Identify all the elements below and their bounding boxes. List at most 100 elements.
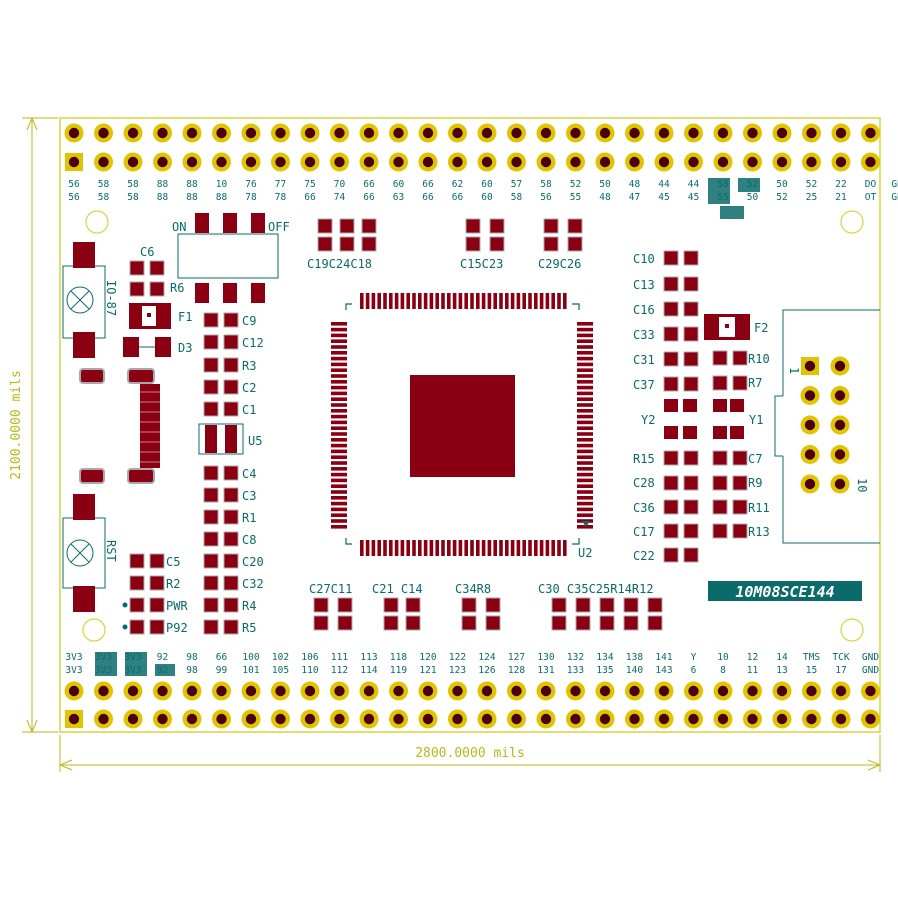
chip-pin: [331, 496, 347, 500]
dip-switch[interactable]: [177, 213, 279, 303]
rst-label: RST: [104, 540, 118, 562]
label-r13: R13: [748, 525, 770, 539]
chip-pin: [577, 472, 593, 477]
chip-pin: [481, 540, 486, 556]
smd-component: [223, 334, 239, 350]
smd-component: [712, 499, 728, 515]
chip-pin: [331, 420, 347, 425]
chip-pin: [487, 293, 492, 309]
pin-hole: [393, 127, 404, 139]
label-c15c23: C15C23: [460, 257, 503, 271]
chip-pin: [331, 380, 347, 384]
capacitor: [461, 597, 477, 613]
silk-highlight: [155, 664, 175, 676]
pin-hole: [157, 713, 168, 725]
chip-pin: [331, 356, 347, 361]
capacitor: [489, 218, 505, 234]
capacitor: [383, 597, 399, 613]
chip-pin: [577, 525, 593, 529]
pin-hole: [363, 156, 375, 168]
label-c1: C1: [242, 403, 256, 417]
pin1-marker: [582, 521, 590, 527]
chip-pin: [452, 293, 457, 309]
pin-label: GND: [862, 665, 879, 676]
polarity-dot: [122, 624, 128, 630]
label-c17: C17: [633, 525, 655, 539]
capacitor: [337, 615, 353, 631]
pin-label: 50: [747, 192, 759, 203]
pin-hole: [865, 156, 876, 168]
pin-label: 50: [776, 179, 788, 190]
capacitor: [489, 236, 505, 252]
chip-pin: [577, 426, 593, 430]
chip-pin: [331, 525, 347, 529]
pin-hole: [511, 156, 522, 168]
smd-component: [683, 250, 699, 266]
pin-label: 113: [360, 652, 377, 663]
smd-component: [712, 350, 728, 366]
pin-hole: [334, 127, 345, 139]
chip-pin: [441, 293, 445, 309]
pin-label: 66: [216, 652, 228, 663]
width-dimension: [58, 735, 882, 772]
smd-component: [203, 487, 219, 503]
pin-hole: [747, 685, 758, 697]
pin-label: 14: [776, 652, 788, 663]
smd-component: [683, 523, 699, 539]
chip-pin: [365, 540, 370, 556]
pin-label: 55: [570, 192, 581, 203]
pin-hole: [511, 685, 522, 697]
pin-hole: [511, 127, 522, 139]
pin-label: 58: [540, 179, 552, 190]
chip-pin: [577, 438, 593, 442]
pin-hole: [68, 713, 80, 725]
chip-pin: [383, 540, 387, 556]
pin-hole: [127, 685, 139, 697]
pin-label: 66: [422, 179, 434, 190]
pin-hole: [245, 713, 257, 725]
pin-hole: [835, 156, 847, 168]
smd-component: [647, 615, 663, 631]
chip-pin: [371, 293, 376, 309]
label-c27c11: C27C11: [309, 582, 352, 596]
chip-pin: [331, 339, 347, 343]
capacitor: [543, 236, 559, 252]
smd-component: [203, 597, 219, 613]
chip-pin: [539, 293, 544, 309]
pin-hole: [127, 127, 139, 139]
resistor-r2: [129, 575, 145, 591]
pin-hole: [304, 713, 316, 725]
pin-label: 3V3: [65, 652, 82, 663]
pin-label: 47: [629, 192, 640, 203]
led-p92: [149, 619, 165, 635]
label-c13: C13: [633, 278, 655, 292]
smd-component: [223, 575, 239, 591]
label-pwr: PWR: [166, 599, 188, 613]
chip-pin: [577, 351, 593, 355]
capacitor: [383, 615, 399, 631]
jtag-header: [774, 309, 880, 544]
chip-pin: [510, 293, 515, 309]
chip-pin: [577, 409, 593, 413]
pin-label: GND: [891, 192, 898, 203]
pin-hole: [658, 127, 670, 139]
pin-hole: [157, 127, 168, 139]
io87-button[interactable]: [62, 242, 106, 358]
pin-label: 119: [390, 665, 407, 676]
chip-pin: [331, 374, 347, 378]
pin-label: 60: [481, 179, 493, 190]
pin-label: 60: [481, 192, 493, 203]
pin-hole: [393, 713, 404, 725]
pin-label: OT: [865, 192, 877, 203]
pin-hole: [629, 685, 640, 697]
pin-hole: [804, 449, 816, 460]
capacitor: [461, 615, 477, 631]
chip-pin: [418, 293, 422, 309]
pin-label: 133: [567, 665, 584, 676]
pin-label: 120: [419, 652, 436, 663]
smd-component: [732, 450, 748, 466]
chip-pin: [499, 540, 503, 556]
top-pin-header: [64, 123, 880, 172]
fuse-f2: [704, 314, 750, 340]
rst-button[interactable]: [62, 494, 106, 612]
